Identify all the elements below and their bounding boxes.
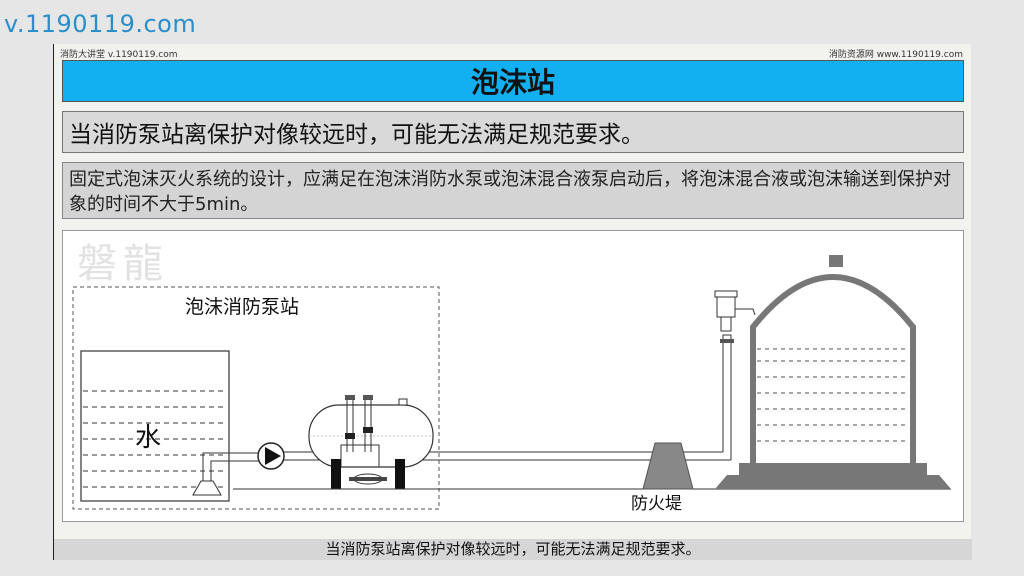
header-right-text: 消防资源网 www.1190119.com xyxy=(828,50,963,60)
slide-header: 消防大讲堂 v.1190119.com 消防资源网 www.1190119.co… xyxy=(54,44,971,60)
foam-generator xyxy=(716,296,736,318)
header-left-text: 消防大讲堂 v.1190119.com xyxy=(60,50,178,60)
foam-station-diagram: 磐龍 xyxy=(62,230,964,522)
suction-bell xyxy=(192,480,222,496)
fire-dike xyxy=(642,442,694,490)
tank-base xyxy=(739,463,927,475)
diagram-drawing xyxy=(72,255,951,510)
storage-tank xyxy=(750,274,916,463)
water-label: 水 xyxy=(135,423,162,453)
logo-watermark: 磐龍 xyxy=(77,241,169,287)
headline-box: 当消防泵站离保护对像较远时，可能无法满足规范要求。 xyxy=(62,111,964,153)
tank-support-left xyxy=(331,459,341,489)
pump-arrow xyxy=(265,447,281,465)
tank-liquid-lines xyxy=(757,348,909,442)
subtitle-caption: 当消防泵站离保护对像较远时，可能无法满足规范要求。 xyxy=(54,539,972,560)
water-tank xyxy=(80,350,230,502)
headline-text: 当消防泵站离保护对像较远时，可能无法满足规范要求。 xyxy=(69,122,644,148)
pump-station-boundary xyxy=(72,286,440,510)
slide-title: 泡沫站 xyxy=(470,66,555,99)
watermark-url: v.1190119.com xyxy=(4,10,197,38)
slide: 消防大讲堂 v.1190119.com 消防资源网 www.1190119.co… xyxy=(53,44,972,560)
fire-dike-label: 防火堤 xyxy=(631,494,682,514)
title-bar: 泡沫站 xyxy=(62,60,964,102)
description-box: 固定式泡沫灭火系统的设计，应满足在泡沫消防水泵或泡沫混合液泵启动后，将泡沫混合液… xyxy=(62,162,964,219)
pump-station-label: 泡沫消防泵站 xyxy=(185,296,300,318)
tank-support-right xyxy=(395,459,405,489)
description-text: 固定式泡沫灭火系统的设计，应满足在泡沫消防水泵或泡沫混合液泵启动后，将泡沫混合液… xyxy=(69,169,951,215)
